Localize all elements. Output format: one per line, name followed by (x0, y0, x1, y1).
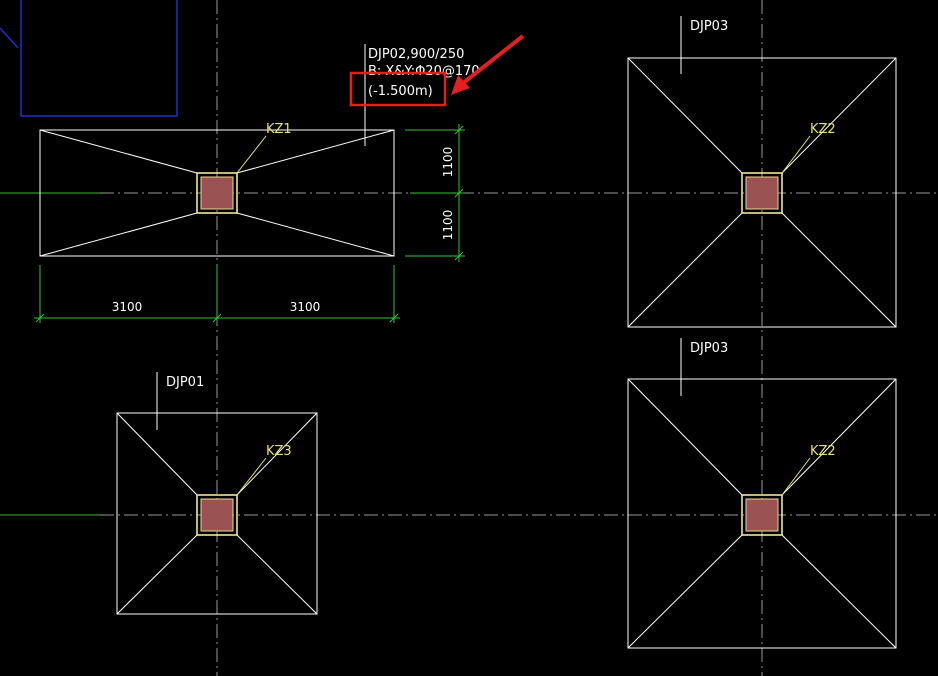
dimension-tick (212, 313, 222, 323)
blue-rectangle (20, 0, 178, 117)
footing-outline (116, 412, 318, 615)
column-outline (196, 172, 238, 214)
column-kz2[interactable] (745, 498, 779, 532)
footing-outline (39, 129, 395, 257)
column-outline (741, 494, 783, 536)
footing-outline (627, 378, 897, 649)
footing-slope-line (116, 534, 198, 615)
footing-slope-line (781, 534, 897, 649)
dimension-horizontal: 3100 3100 (34, 265, 400, 323)
column-kz2[interactable] (745, 176, 779, 210)
footing-slope-line (236, 534, 318, 615)
column-label: KZ1 (266, 122, 292, 137)
footing-rebar-label: B: X&Y:Φ20@170 (368, 64, 480, 79)
footing-slope-line (627, 378, 743, 496)
dimension-tick (35, 313, 45, 323)
footing-name-label: DJP03 (690, 19, 728, 34)
footing-slope-line (116, 412, 198, 496)
footing-djp02[interactable]: KZ1 DJP02,900/250 B: X&Y:Φ20@170 (-1.500… (39, 44, 480, 257)
footing-slope-line (39, 129, 198, 174)
dimension-text: 1100 (441, 210, 455, 241)
footing-slope-line (236, 212, 395, 257)
blue-diagonal (0, 27, 19, 49)
column-leader-line (781, 457, 811, 496)
highlight-box (349, 71, 447, 107)
footing-slope-line (627, 534, 743, 649)
elevation-highlight (349, 34, 525, 107)
footing-name-label: DJP01 (166, 375, 204, 390)
footing-outline (627, 57, 897, 328)
footing-slope-line (627, 57, 743, 174)
column-label: KZ3 (266, 444, 292, 459)
column-kz1[interactable] (200, 176, 234, 210)
dimension-text: 1100 (441, 147, 455, 178)
footing-slope-line (39, 212, 198, 257)
column-outline (196, 494, 238, 536)
dimension-text: 3100 (112, 300, 143, 314)
dimension-tick (454, 251, 464, 261)
footing-slope-line (236, 412, 318, 496)
column-leader-line (236, 457, 267, 496)
dimension-tick (454, 188, 464, 198)
footing-slope-line (627, 212, 743, 328)
footing-elevation-label: (-1.500m) (368, 84, 433, 99)
dimension-tick (389, 313, 399, 323)
column-label: KZ2 (810, 122, 836, 137)
dimension-tick (454, 125, 464, 135)
footing-djp03-top[interactable]: KZ2 DJP03 (627, 16, 897, 328)
footing-slope-line (236, 129, 395, 174)
column-leader-line (236, 135, 267, 174)
footing-slope-line (781, 378, 897, 496)
dimension-text: 3100 (290, 300, 321, 314)
footing-slope-line (781, 57, 897, 174)
footing-djp03-bottom[interactable]: KZ2 DJP03 (627, 338, 897, 649)
footing-slope-line (781, 212, 897, 328)
blue-outline (0, 0, 178, 117)
dimension-vertical: 1100 1100 (405, 124, 465, 262)
arrow-shaft (460, 34, 525, 86)
footing-name-label: DJP03 (690, 341, 728, 356)
footing-name-label: DJP02,900/250 (368, 47, 464, 62)
column-outline (741, 172, 783, 214)
column-label: KZ2 (810, 444, 836, 459)
arrow-head-icon (451, 75, 470, 95)
footing-djp01[interactable]: KZ3 DJP01 (116, 372, 318, 615)
column-kz3[interactable] (200, 498, 234, 532)
column-leader-line (781, 135, 811, 174)
